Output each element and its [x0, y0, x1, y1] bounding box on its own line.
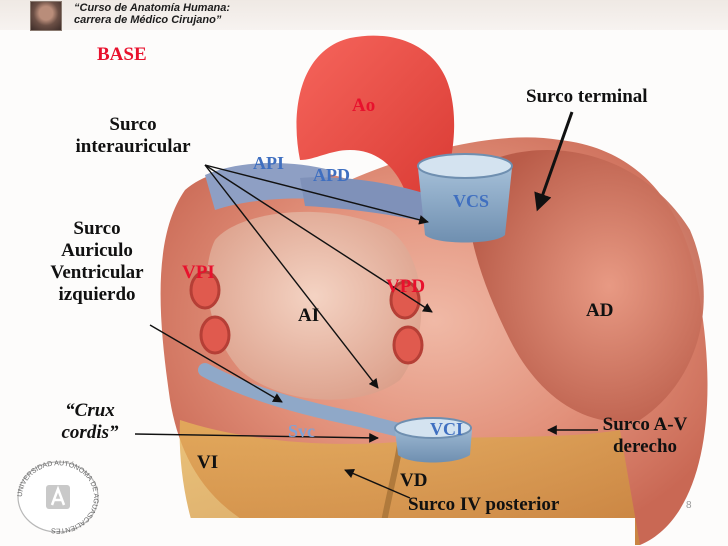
slide-number: 8	[686, 500, 692, 511]
label-surco-iv-posterior: Surco IV posterior	[408, 494, 560, 515]
label-surco-av-izq-line-2: Auriculo	[61, 240, 133, 261]
label-surco-interauricular: Surco interauricular	[58, 114, 208, 158]
left-pulmonary-artery	[205, 163, 330, 210]
ventricle-fat	[179, 420, 640, 545]
annotation-arrows	[134, 164, 598, 499]
header-photo	[30, 1, 62, 31]
label-surco-av-der-line-1: Surco A-V	[602, 414, 688, 435]
vcs-opening	[417, 153, 513, 179]
arrow-interauricular-vpd	[204, 164, 433, 313]
label-surco-terminal: Surco terminal	[526, 86, 648, 107]
label-surco-av-izq-line-4: izquierdo	[58, 284, 136, 305]
vpi-lower	[199, 315, 231, 355]
label-vci: VCI	[430, 419, 464, 439]
label-ao: Ao	[352, 95, 376, 116]
vci-opening	[394, 417, 472, 439]
bottom-strip	[125, 518, 635, 546]
header-line-2: carrera de Médico Cirujano”	[74, 14, 222, 26]
label-ai: AI	[298, 305, 320, 326]
label-crux-line-1: “Crux	[65, 400, 115, 421]
header-bar	[0, 0, 728, 30]
coronary-sinus	[198, 363, 417, 439]
aorta-shape	[296, 35, 455, 206]
arrow-interauricular-ai	[204, 164, 379, 389]
right-atrium-shape	[467, 150, 704, 422]
label-surco-interauricular-line-1: Surco	[109, 114, 157, 135]
vpi-upper	[189, 270, 221, 310]
label-surco-interauricular-line-2: interauricular	[75, 136, 191, 157]
arrow-crux	[134, 432, 379, 443]
vpd-upper	[389, 280, 421, 320]
label-crux-line-2: cordis”	[61, 422, 119, 443]
arrow-interauricular-vcs	[204, 164, 429, 225]
university-logo: UNIVERSIDAD AUTÓNOMA DE AGUASCALIENTES	[17, 460, 99, 534]
label-surco-av-izquierdo: Surco Auriculo Ventricular izquierdo	[34, 218, 160, 306]
arrow-surco-iv	[344, 468, 411, 499]
label-base: BASE	[97, 44, 147, 65]
label-ad: AD	[586, 300, 614, 321]
vcs-shape	[418, 159, 512, 243]
label-surco-av-izq-line-3: Ventricular	[50, 262, 144, 283]
label-crux-cordis: “Crux cordis”	[40, 400, 140, 444]
vpd-lower	[392, 325, 424, 365]
label-surco-av-izq-line-1: Surco	[73, 218, 121, 239]
label-api: API	[253, 153, 284, 173]
label-vcs: VCS	[453, 191, 490, 211]
header-title: “Curso de Anatomía Humana: carrera de Mé…	[74, 2, 230, 26]
arrow-surco-terminal	[534, 111, 574, 212]
label-svc: Svc	[288, 421, 315, 441]
label-surco-av-derecho: Surco A-V derecho	[585, 414, 705, 458]
label-vpd: VPD	[386, 276, 426, 297]
label-vpi: VPI	[182, 262, 215, 283]
label-apd: APD	[313, 165, 350, 185]
label-surco-av-der-line-2: derecho	[612, 436, 678, 457]
arrow-surco-av-izq	[149, 324, 283, 403]
label-vd: VD	[400, 470, 428, 491]
right-pulmonary-artery	[300, 177, 430, 222]
label-vi: VI	[197, 452, 219, 473]
header-line-1: “Curso de Anatomía Humana:	[74, 2, 231, 14]
